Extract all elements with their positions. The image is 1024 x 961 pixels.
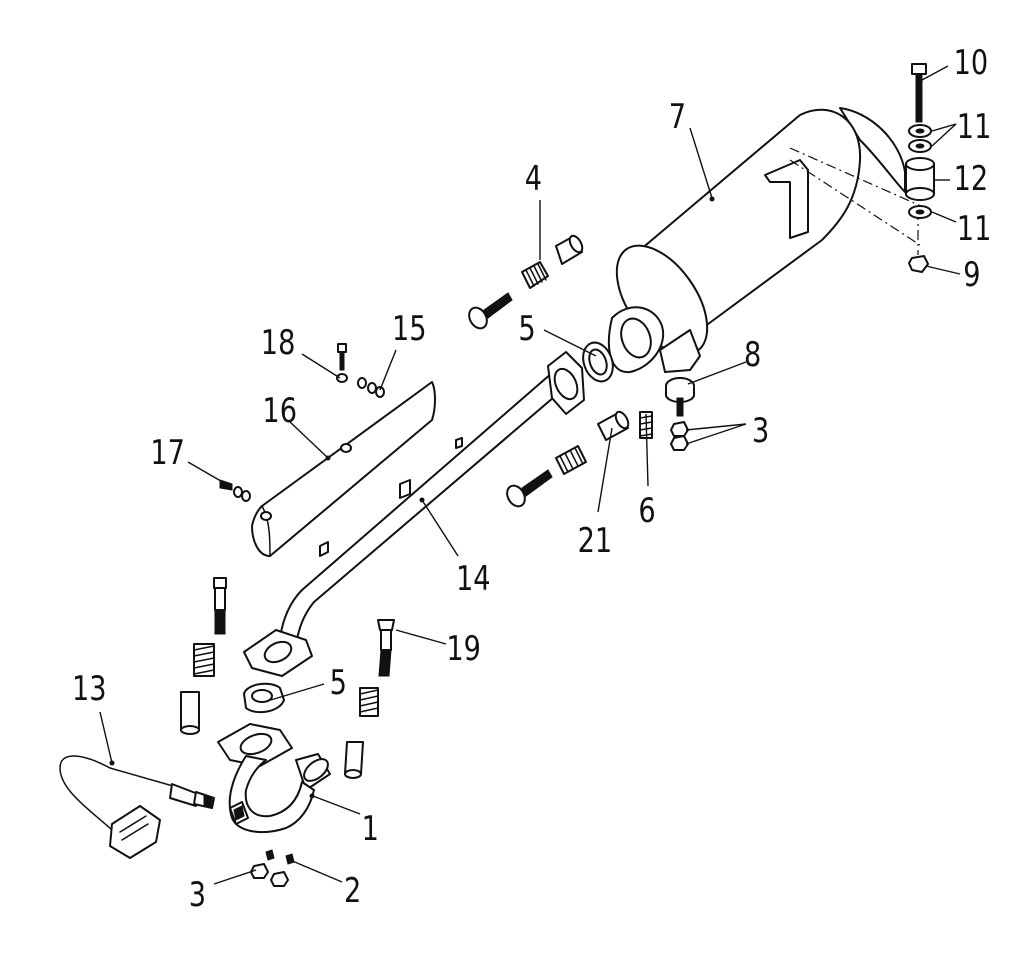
callout-9: 9 xyxy=(963,255,980,295)
rear-exhaust-pipe xyxy=(243,351,585,677)
left-stud-bolt xyxy=(213,577,227,635)
mount-nut xyxy=(908,255,929,273)
callout-5-upper: 5 xyxy=(518,309,535,349)
right-sleeve xyxy=(344,741,364,779)
callout-19: 19 xyxy=(446,629,481,669)
heat-shield xyxy=(251,381,436,557)
callout-14: 14 xyxy=(456,559,491,599)
callout-5-lower: 5 xyxy=(330,663,347,703)
nuts-upper xyxy=(670,421,689,451)
left-sleeve xyxy=(180,691,200,735)
left-spring xyxy=(193,643,215,677)
lower-nuts xyxy=(250,863,289,887)
rubber-mount xyxy=(905,157,935,201)
callout-16: 16 xyxy=(262,391,297,431)
callout-8: 8 xyxy=(744,335,761,375)
muffler-gasket xyxy=(582,341,614,383)
callout-10: 10 xyxy=(954,43,989,83)
callout-15: 15 xyxy=(392,309,427,349)
right-spring xyxy=(359,687,379,717)
callout-12: 12 xyxy=(954,159,989,199)
lower-stud xyxy=(265,849,295,865)
callout-labels: 1 2 3 3 4 5 5 6 7 8 9 10 11 11 12 13 14 … xyxy=(72,43,991,915)
rubber-damper xyxy=(665,377,695,417)
upper-spring xyxy=(521,261,549,289)
callout-11-lower: 11 xyxy=(957,209,992,249)
right-stud-bolt xyxy=(377,619,395,677)
muffler xyxy=(607,107,906,374)
mount-bolt xyxy=(911,63,927,123)
mount-washers-upper xyxy=(908,124,932,153)
upper-sleeve xyxy=(555,234,584,265)
middle-spring-2 xyxy=(555,445,587,475)
header-pipe xyxy=(217,723,331,834)
callout-3-upper: 3 xyxy=(752,411,769,451)
mount-washer-lower xyxy=(908,205,932,219)
callout-17: 17 xyxy=(150,433,185,473)
oxygen-sensor xyxy=(59,755,215,859)
header-gasket xyxy=(243,682,285,714)
callout-21: 21 xyxy=(578,521,613,561)
callout-7: 7 xyxy=(669,97,686,137)
shield-washers-top xyxy=(357,377,385,398)
shield-screw-top xyxy=(336,343,348,383)
callout-13: 13 xyxy=(72,669,107,709)
callout-3-lower: 3 xyxy=(189,875,206,915)
callout-4: 4 xyxy=(525,159,542,199)
upper-bolt xyxy=(468,292,513,330)
callout-18: 18 xyxy=(261,323,296,363)
callout-2: 2 xyxy=(344,871,361,911)
middle-bolt xyxy=(506,469,553,508)
leader-lines xyxy=(99,65,961,885)
callout-6: 6 xyxy=(638,491,655,531)
middle-sleeve xyxy=(597,410,630,441)
callout-1: 1 xyxy=(362,809,379,849)
callout-11-upper: 11 xyxy=(957,107,992,147)
